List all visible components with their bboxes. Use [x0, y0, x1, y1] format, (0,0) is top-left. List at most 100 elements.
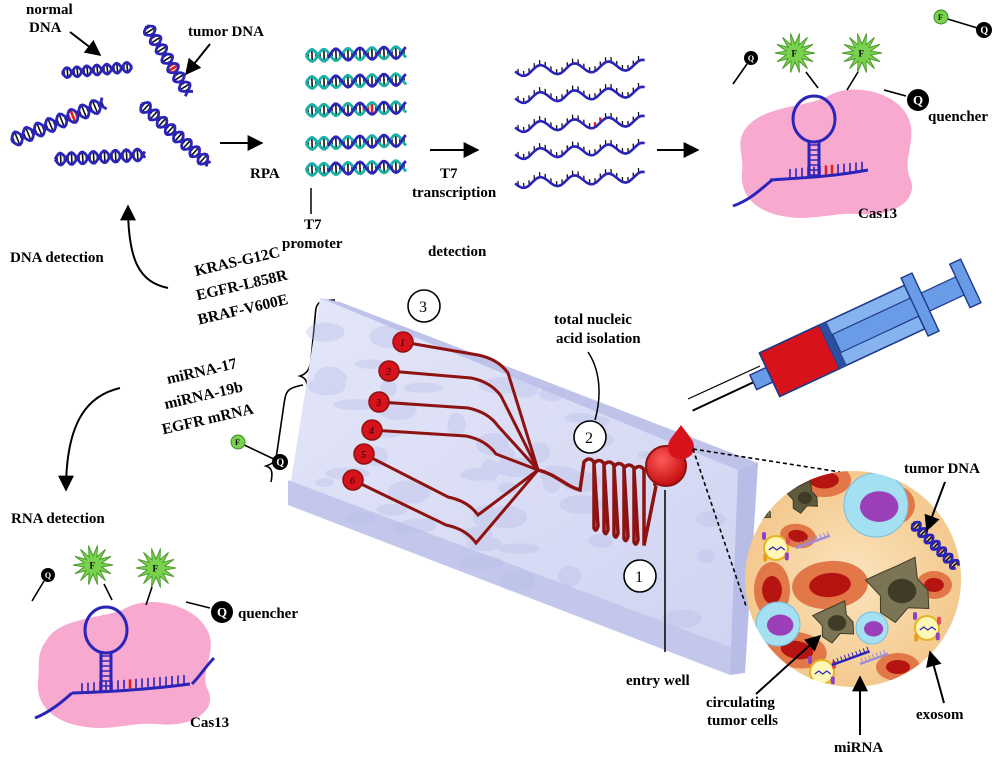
quench-letter: Q	[45, 571, 51, 580]
detection-channel	[363, 452, 539, 518]
base-pair	[173, 73, 185, 82]
chip-texture-blob	[661, 609, 702, 628]
base-pair	[76, 66, 79, 77]
mirna-base	[871, 654, 875, 660]
base-pair	[144, 27, 156, 35]
fluorophore-icon	[933, 9, 949, 25]
chip-texture-blob	[478, 377, 527, 394]
ctc-nucleus	[827, 615, 847, 631]
quencher-icon	[41, 568, 55, 582]
chip-texture-blob	[497, 543, 541, 554]
normal-dna-label-1: normal	[26, 2, 73, 18]
base-pair	[190, 146, 200, 157]
mirna-base	[840, 656, 843, 662]
chip-back-edge	[320, 298, 758, 470]
mirna-backbone	[831, 650, 871, 667]
base-pair	[173, 132, 184, 143]
rna-detection-arrow	[58, 387, 121, 492]
dna-backbone	[912, 520, 960, 566]
tumor-dna-helix	[10, 97, 108, 147]
chip-texture-blob	[697, 549, 716, 564]
mirna-base	[860, 658, 864, 664]
dna-backbone	[146, 24, 192, 97]
detection-chamber	[378, 360, 400, 382]
dna-detection-arrow	[120, 204, 169, 289]
detection-channel	[378, 400, 540, 472]
wbc-nucleus	[860, 491, 899, 522]
dna-backbone	[910, 522, 956, 570]
base-pair	[912, 522, 921, 531]
chip-texture-blob	[314, 478, 334, 487]
total-nucleic-label-1: total nucleic	[554, 312, 632, 328]
mirna-base	[851, 652, 855, 658]
chip-texture-blob	[387, 480, 431, 504]
rna-strand	[514, 138, 645, 161]
exosome-marker	[784, 552, 789, 561]
mirna-base	[804, 539, 807, 545]
tumor-dna-blood-arrow	[924, 481, 946, 532]
wbc-nucleus	[767, 614, 794, 636]
base-pair	[96, 64, 99, 75]
exosome	[809, 659, 835, 685]
base-pair	[24, 127, 32, 141]
quench-letter: Q	[276, 457, 284, 468]
reporter-linker	[732, 63, 748, 85]
mirna-base	[858, 649, 862, 655]
transcribed-rna	[514, 55, 645, 190]
fluorescence-burst	[841, 33, 883, 73]
syringe-blood	[758, 324, 841, 398]
tumor-dna-blood-label: tumor DNA	[904, 461, 980, 477]
fluorescence-burst	[72, 545, 114, 585]
amplicon-helix	[304, 133, 408, 152]
mirna-strand	[831, 646, 871, 667]
quencher-bottom-label: quencher	[238, 606, 298, 622]
exosome-marker	[914, 633, 919, 642]
mirna-base	[807, 538, 811, 544]
reporter-linker	[883, 89, 907, 97]
chip-texture-blob	[393, 521, 410, 536]
chip-side-edge	[730, 463, 758, 675]
exosome-marker	[762, 532, 766, 540]
chip-texture-blob	[485, 505, 528, 529]
exosom-label: exosom	[916, 707, 964, 723]
chip-texture-blob	[333, 399, 380, 411]
dna-backbone	[61, 61, 134, 80]
base-pair	[114, 150, 117, 163]
step-3-marker	[407, 289, 441, 323]
ctc-nucleus	[887, 578, 917, 604]
exosome-cargo	[768, 546, 786, 551]
quencher-icon	[907, 89, 929, 111]
target-rungs	[789, 161, 863, 178]
chip-texture-blob	[354, 359, 386, 369]
mirna-base	[862, 648, 866, 654]
base-pair	[58, 113, 66, 128]
rbc-center	[762, 576, 782, 604]
reporter-linker	[31, 580, 45, 602]
base-pair	[179, 83, 191, 91]
ctc-label-1: circulating	[706, 695, 775, 711]
syringe-flange	[900, 272, 940, 338]
dna-backbone	[53, 147, 147, 167]
rna-strand	[514, 55, 645, 78]
exosome-cargo	[814, 670, 832, 675]
normal-dna-helix	[139, 100, 211, 167]
normal-dna-helix	[53, 147, 147, 167]
mirna-base	[815, 535, 819, 541]
primer	[304, 48, 330, 63]
syringe-needle	[692, 380, 756, 412]
chip-texture-blob	[538, 387, 566, 402]
crrna-loop	[791, 94, 837, 144]
entry-well-label: entry well	[626, 673, 690, 689]
cas13-protein	[740, 89, 913, 218]
step-2-number: 2	[585, 430, 593, 447]
detection-channel	[388, 369, 540, 471]
fluorophore-icon	[230, 434, 246, 450]
chip-texture-blob	[459, 554, 504, 570]
quench-letter: Q	[980, 25, 988, 36]
detection-channel	[371, 428, 539, 472]
chip-texture-blob	[588, 534, 613, 548]
dna-backbone	[60, 60, 133, 79]
chip-texture-blob	[695, 511, 726, 527]
exosome-marker	[808, 656, 812, 664]
